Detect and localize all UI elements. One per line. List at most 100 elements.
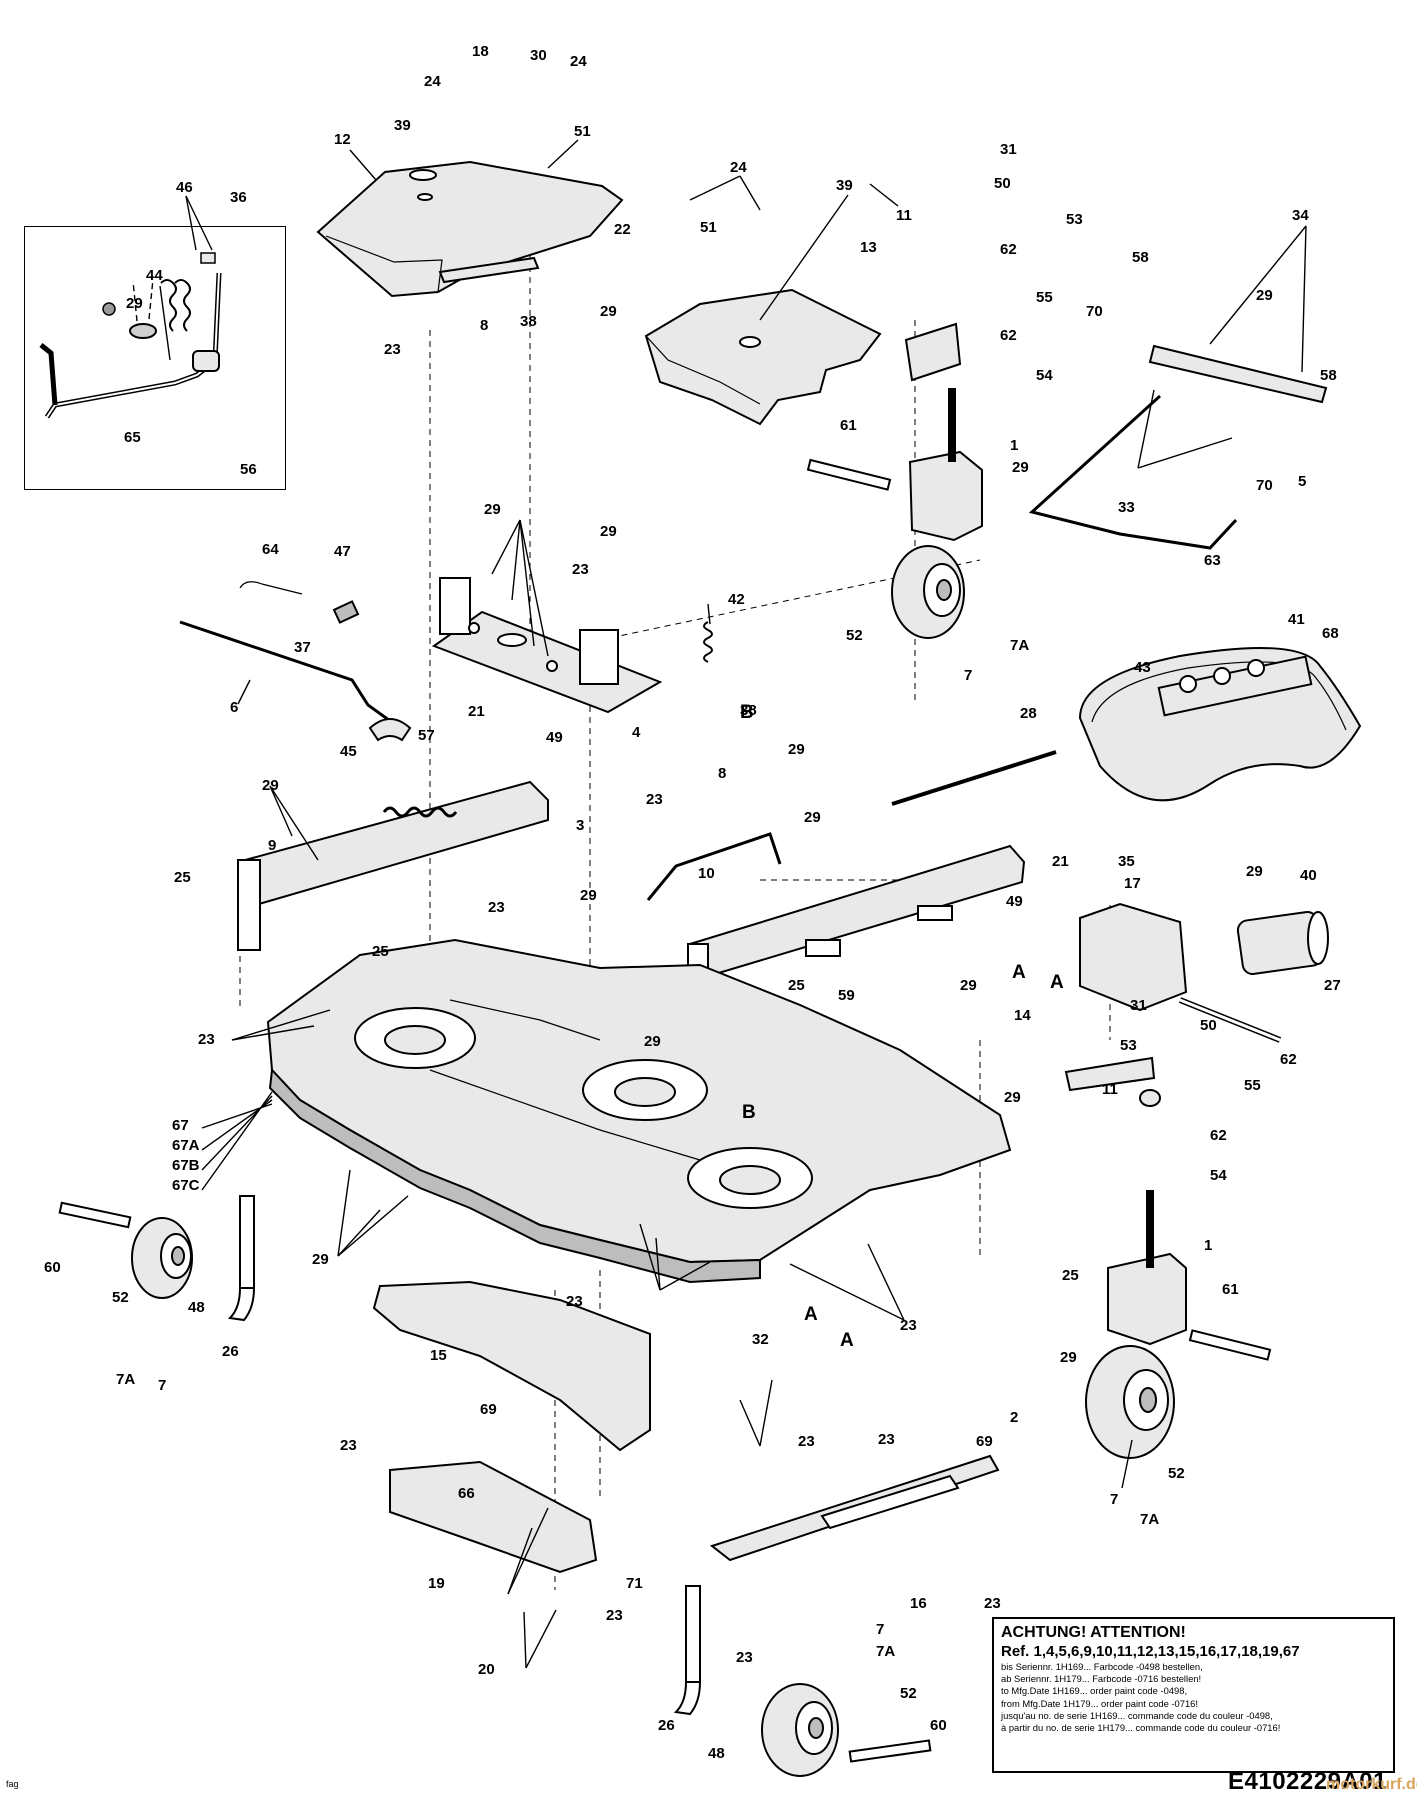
part-label: 18 xyxy=(472,43,489,60)
part-label: 42 xyxy=(728,591,745,608)
part-label: 50 xyxy=(1200,1017,1217,1034)
part-label: 2 xyxy=(1010,1409,1018,1426)
part-label: 23 xyxy=(798,1433,815,1450)
part-label: 7 xyxy=(964,667,972,684)
part-label: 44 xyxy=(146,267,163,284)
caster-arm-11-upper xyxy=(904,322,962,382)
part-label: 53 xyxy=(1066,211,1083,228)
part-label: 29 xyxy=(788,741,805,758)
reference-letter-b: B xyxy=(740,702,754,723)
part-label: 50 xyxy=(994,175,1011,192)
part-label: 61 xyxy=(1222,1281,1239,1298)
part-label: 12 xyxy=(334,131,351,148)
part-label: 5 xyxy=(1298,473,1306,490)
part-label: 29 xyxy=(600,303,617,320)
part-label: 23 xyxy=(984,1595,1001,1612)
part-label: 53 xyxy=(1120,1037,1137,1054)
part-label: 69 xyxy=(976,1433,993,1450)
part-label: 48 xyxy=(708,1745,725,1762)
part-label: 59 xyxy=(838,987,855,1004)
sleeve-40 xyxy=(1236,910,1329,976)
reference-letters: B B A A A A xyxy=(740,702,1064,1351)
bracket-17 xyxy=(1079,902,1188,1012)
gauge-wheel-post-26-left xyxy=(227,1195,256,1322)
part-label: 23 xyxy=(340,1437,357,1454)
part-label: 29 xyxy=(1012,459,1029,476)
part-label: 10 xyxy=(698,865,715,882)
part-label: 3 xyxy=(576,817,584,834)
part-label: 15 xyxy=(430,1347,447,1364)
watermark: motorkurf.de xyxy=(1326,1776,1417,1793)
baffle-19 xyxy=(389,1460,598,1574)
part-label: 27 xyxy=(1324,977,1341,994)
part-label: 67B xyxy=(172,1157,200,1174)
part-label: 26 xyxy=(658,1717,675,1734)
part-label: 35 xyxy=(1118,853,1135,870)
caster-arm-11-lower xyxy=(1064,1056,1161,1107)
part-label: 25 xyxy=(788,977,805,994)
part-label: 31 xyxy=(1130,997,1147,1014)
part-label: 20 xyxy=(478,1661,495,1678)
idler-mounting-plate-4 xyxy=(431,577,663,714)
part-label: 55 xyxy=(1036,289,1053,306)
part-label: 34 xyxy=(1292,207,1309,224)
caster-fork-1-upper xyxy=(908,388,983,542)
rod-27 xyxy=(1178,997,1282,1043)
part-label: 6 xyxy=(230,699,238,716)
part-label: 52 xyxy=(1168,1465,1185,1482)
caster-wheel-7-upper xyxy=(891,545,965,639)
part-label: 51 xyxy=(574,123,591,140)
part-label: 33 xyxy=(1118,499,1135,516)
caster-wheel-7-lower-right xyxy=(1085,1345,1175,1459)
part-label: 49 xyxy=(546,729,563,746)
part-label: 23 xyxy=(566,1293,583,1310)
caster-fork-1-lower xyxy=(1107,1190,1187,1346)
part-label: 7A xyxy=(116,1371,135,1388)
part-label: 70 xyxy=(1086,303,1103,320)
part-label: 16 xyxy=(910,1595,927,1612)
notice-line: à partir du no. de serie 1H179... comman… xyxy=(1001,1722,1281,1734)
part-label: 13 xyxy=(860,239,877,256)
part-label: 24 xyxy=(424,73,441,90)
part-label: 32 xyxy=(752,1331,769,1348)
part-label: 52 xyxy=(112,1289,129,1306)
part-label: 45 xyxy=(340,743,357,760)
part-label: 29 xyxy=(1246,863,1263,880)
part-label: 21 xyxy=(1052,853,1069,870)
lift-lever-inset-frame xyxy=(24,226,286,490)
part-label: 25 xyxy=(372,943,389,960)
notice-line: to Mfg.Date 1H169... order paint code -0… xyxy=(1001,1685,1188,1697)
part-label: 58 xyxy=(1320,367,1337,384)
part-label: 29 xyxy=(1256,287,1273,304)
part-label: 55 xyxy=(1244,1077,1261,1094)
part-label: 67 xyxy=(172,1117,189,1134)
notice-title: ACHTUNG! ATTENTION! xyxy=(1001,1624,1186,1641)
part-label: 29 xyxy=(126,295,143,312)
part-label: 17 xyxy=(1124,875,1141,892)
diagram-code: E4102229A01 xyxy=(1228,1768,1387,1795)
part-label: 29 xyxy=(1004,1089,1021,1106)
part-label: 25 xyxy=(1062,1267,1079,1284)
reference-letter-a: A xyxy=(1050,972,1064,993)
reference-letter-a: A xyxy=(840,1330,854,1351)
part-label: 51 xyxy=(700,219,717,236)
figure-tag: fag xyxy=(6,1779,19,1789)
part-label: 43 xyxy=(1134,659,1151,676)
part-label: 7A xyxy=(876,1643,895,1660)
part-label: 37 xyxy=(294,639,311,656)
deck-hanger-bracket-9 xyxy=(237,780,549,952)
part-label: 29 xyxy=(804,809,821,826)
part-label: 1 xyxy=(1204,1237,1212,1254)
part-label: 23 xyxy=(900,1317,917,1334)
part-label: 29 xyxy=(644,1033,661,1050)
part-label: 64 xyxy=(262,541,279,558)
part-label: 23 xyxy=(384,341,401,358)
part-label: 29 xyxy=(580,887,597,904)
part-label: 62 xyxy=(1210,1127,1227,1144)
part-label: 23 xyxy=(488,899,505,916)
part-label: 29 xyxy=(484,501,501,518)
part-label: 30 xyxy=(530,47,547,64)
part-label: 63 xyxy=(1204,552,1221,569)
part-label: 67A xyxy=(172,1137,200,1154)
part-label: 29 xyxy=(600,523,617,540)
